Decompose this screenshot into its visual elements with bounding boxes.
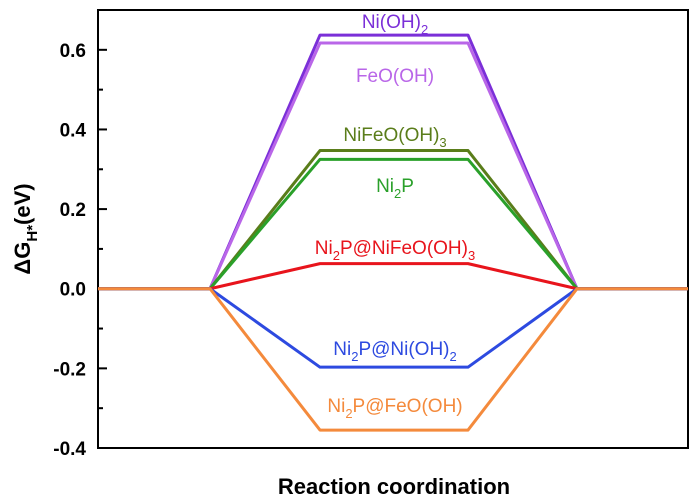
series-label-6: Ni2P@FeO(OH) (327, 396, 462, 421)
series-label-0: Ni(OH)2 (362, 12, 428, 37)
series-line-2 (98, 149, 688, 291)
plot-border (97, 9, 689, 449)
series-lines (98, 33, 688, 432)
series-label-5: Ni2P@Ni(OH)2 (333, 339, 456, 364)
series-line-6 (98, 287, 688, 432)
y-tick-label: 0.2 (60, 200, 86, 221)
x-axis-title: Reaction coordination (278, 474, 510, 499)
series-line-4 (98, 262, 688, 291)
y-tick-label: 0.0 (60, 280, 86, 301)
y-tick-label: 0.4 (60, 120, 87, 141)
series-label-2: NiFeO(OH)3 (343, 125, 446, 150)
y-axis-title: ΔGH*(eV) (10, 183, 41, 274)
series-label-4: Ni2P@NiFeO(OH)3 (315, 238, 475, 263)
y-tick-label: -0.4 (53, 439, 86, 460)
y-tick-label: 0.6 (60, 41, 86, 62)
plot-frame (97, 9, 689, 449)
y-axis: -0.4 -0.2 0.0 0.2 0.4 0.6 (53, 9, 107, 460)
series-label-3: Ni2P (376, 176, 414, 201)
y-tick-label: -0.2 (53, 359, 86, 380)
series-label-1: FeO(OH) (356, 66, 434, 87)
